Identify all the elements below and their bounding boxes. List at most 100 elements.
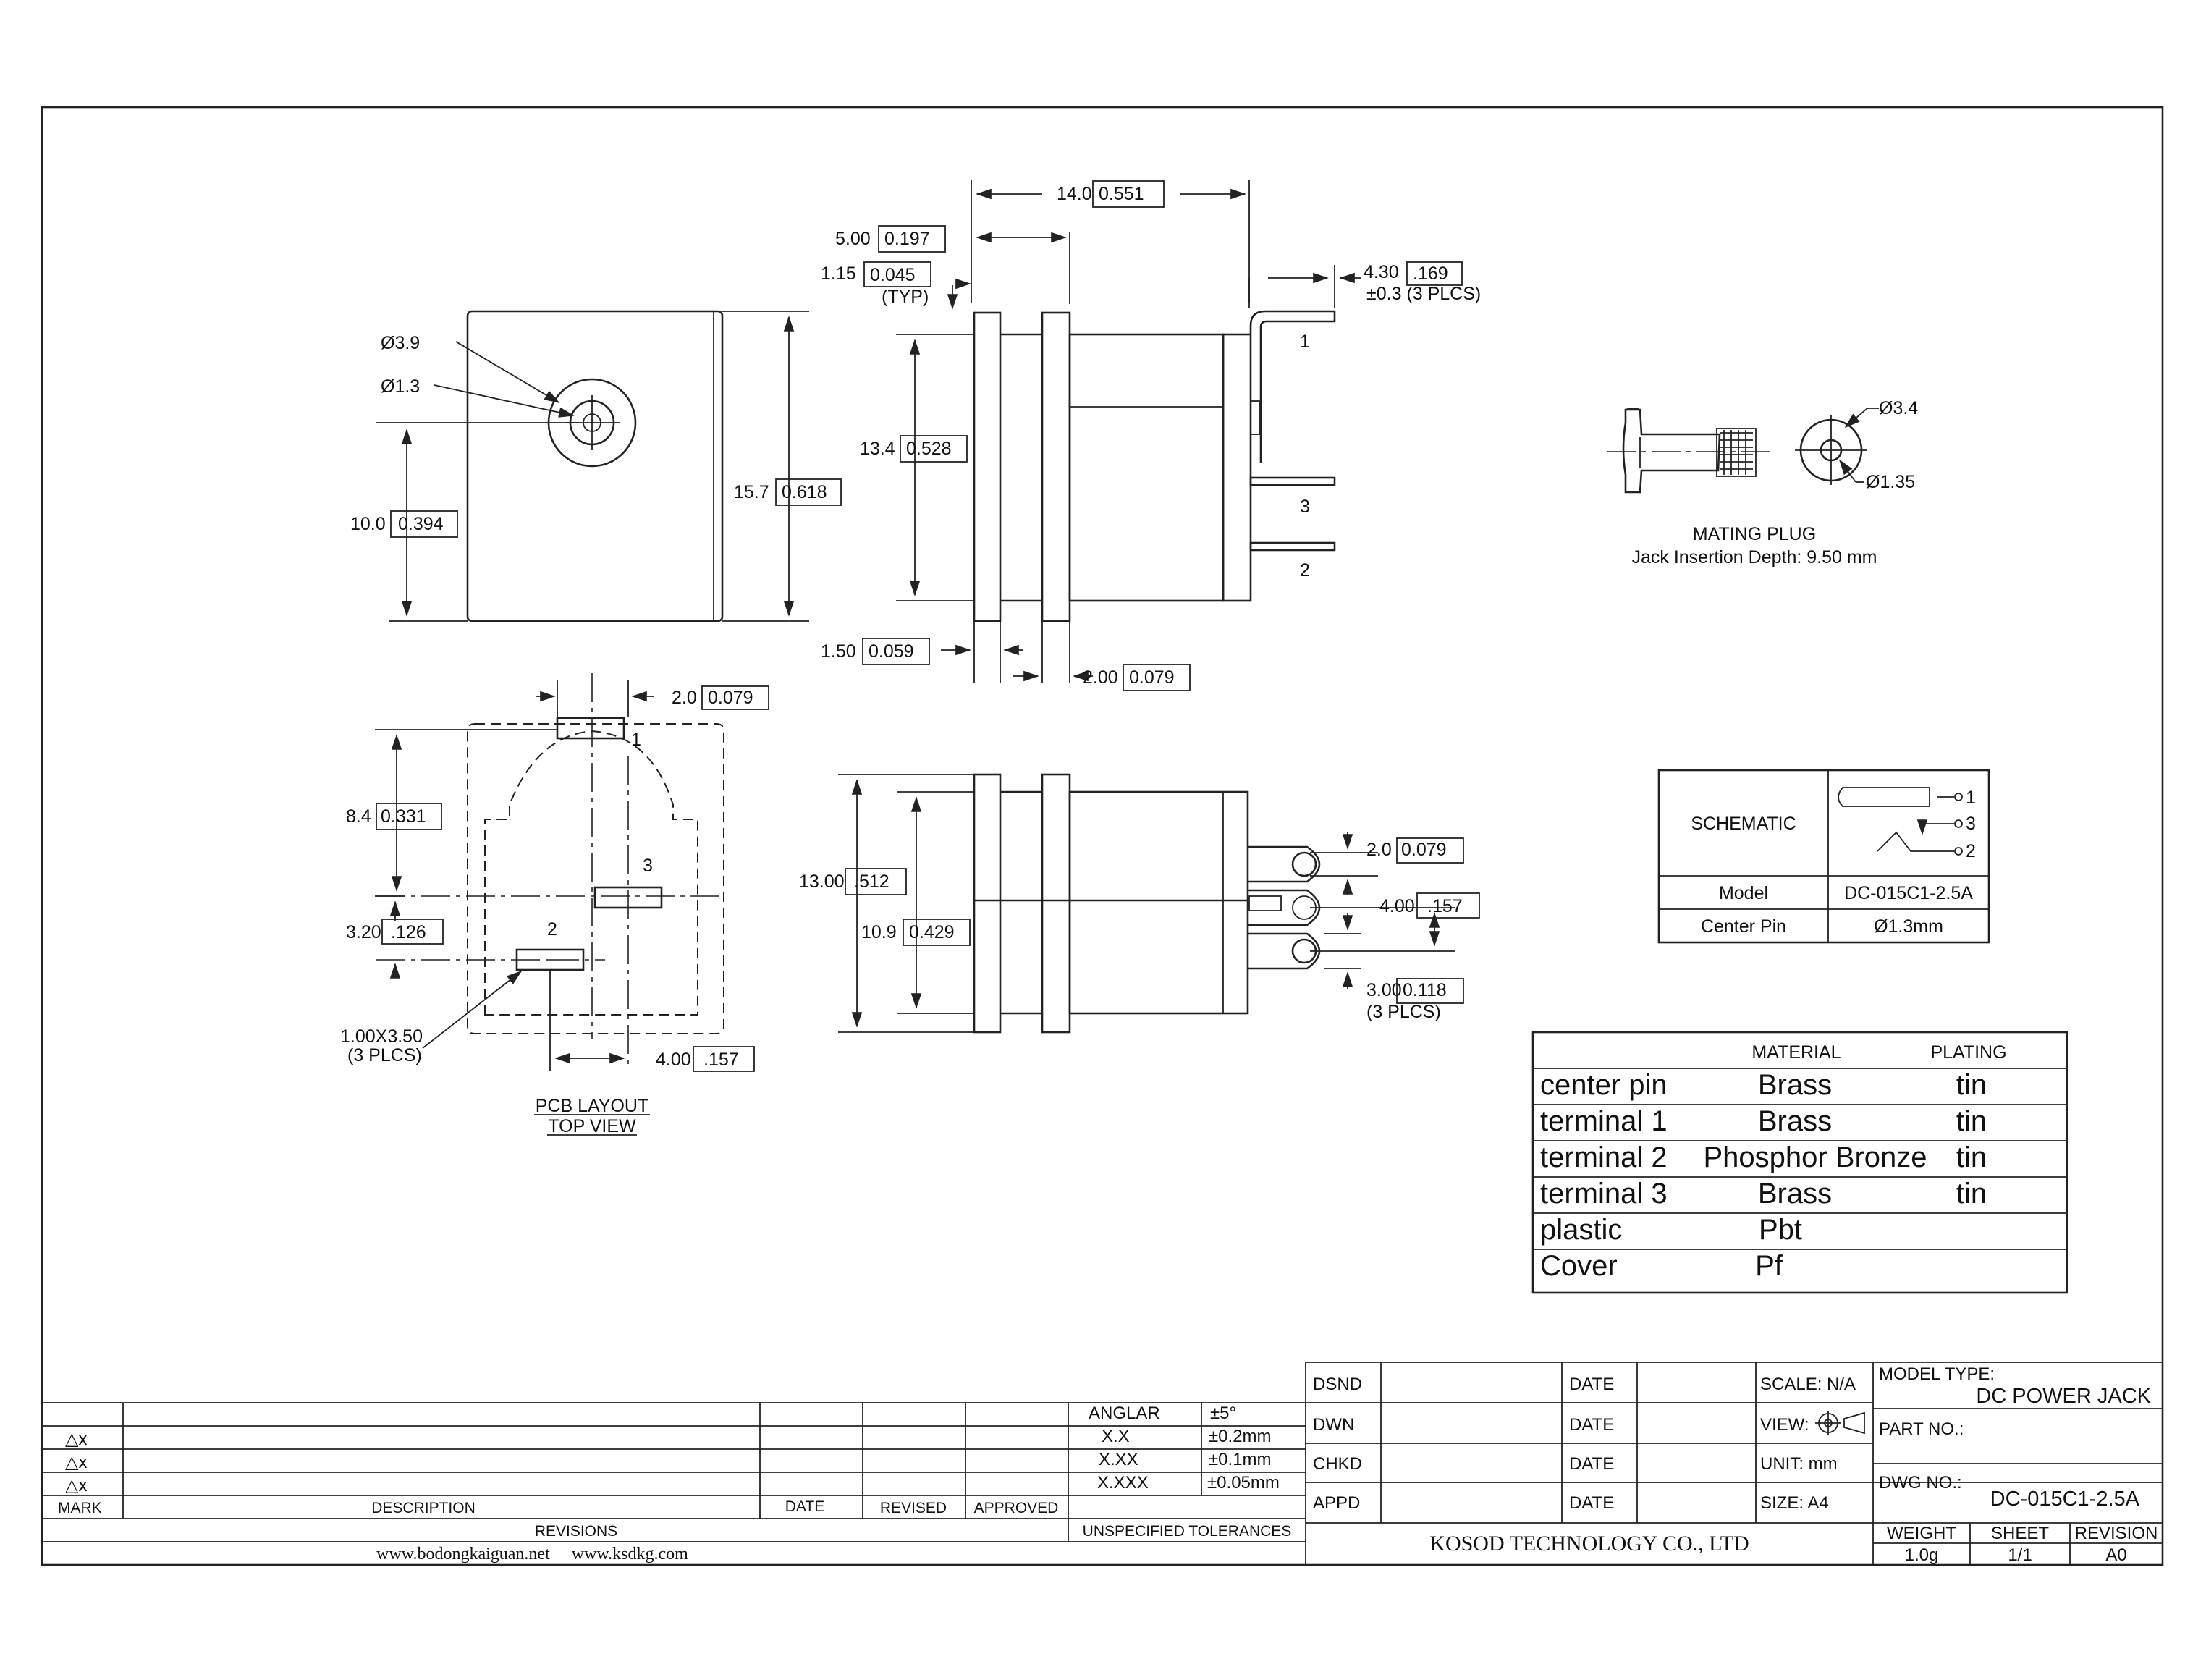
plug-depth: Jack Insertion Depth: 9.50 mm: [1631, 547, 1877, 567]
tolerance-label: X.XXX: [1097, 1473, 1149, 1493]
schematic-pin-value: Ø1.3mm: [1874, 916, 1943, 937]
tolerance-label: ANGLAR: [1089, 1403, 1160, 1423]
date-header: DATE: [785, 1498, 824, 1515]
side-length-in: 0.551: [1099, 184, 1144, 204]
bottom-hole: 2.0: [1366, 840, 1392, 860]
material-table: MATERIAL PLATING center pin Brass tin te…: [1531, 1031, 2068, 1294]
pcb-title: PCB LAYOUT: [536, 1096, 649, 1116]
side-gap-in: 0.059: [869, 641, 914, 662]
schematic-pin-1: 1: [1966, 788, 1976, 808]
side-flange-body-in: 0.197: [884, 229, 930, 249]
material-row-part: terminal 1: [1540, 1105, 1668, 1137]
side-flange-thk-in: 0.045: [870, 265, 916, 285]
mark-header: MARK: [58, 1500, 102, 1516]
tolerance-label: X.X: [1102, 1427, 1130, 1446]
unit-label: UNIT: mm: [1760, 1454, 1838, 1474]
material-row-part: terminal 3: [1540, 1178, 1668, 1210]
tolerance-value: ±5°: [1210, 1403, 1236, 1423]
bottom-hole-in: 0.079: [1401, 840, 1447, 860]
mating-plug: Ø3.4 Ø1.35 MATING PLUG Jack Insertion De…: [1607, 398, 1918, 567]
pcb-pad-plcs: (3 PLCS): [347, 1045, 422, 1065]
front-height-center: 10.0: [350, 514, 386, 534]
bottom-inner-in: 0.429: [909, 922, 955, 942]
pcb-pin-1: 1: [631, 730, 641, 750]
date-label: DATE: [1569, 1375, 1614, 1394]
weight-value: 1.0g: [1905, 1545, 1939, 1565]
side-length: 14.0: [1057, 184, 1092, 204]
tolerances-footer: UNSPECIFIED TOLERANCES: [1083, 1523, 1292, 1540]
plug-dia-outer: Ø3.4: [1879, 398, 1918, 418]
schematic-pin-3: 3: [1966, 814, 1976, 834]
side-flange2-in: 0.079: [1129, 667, 1175, 688]
bottom-slot: 3.00: [1366, 980, 1402, 1000]
schematic-model-value: DC-015C1-2.5A: [1844, 883, 1973, 903]
side-gap: 1.50: [821, 641, 856, 662]
material-row-part: center pin: [1540, 1069, 1668, 1101]
revision-label: REVISION: [2075, 1524, 2158, 1543]
schematic-pin-label: Center Pin: [1701, 916, 1786, 937]
material-row-plating: tin: [1956, 1069, 1987, 1101]
date-label: DATE: [1569, 1493, 1614, 1513]
tolerance-value: ±0.2mm: [1209, 1427, 1272, 1446]
side-view: 14.0 0.551 5.00 0.197 1.15 0.045 (TYP) 4…: [821, 180, 1481, 691]
plug-dia-inner: Ø1.35: [1866, 472, 1915, 492]
role-dsnd: DSND: [1313, 1375, 1362, 1394]
side-flange2: 2.00: [1083, 667, 1118, 688]
model-type-value: DC POWER JACK: [1976, 1385, 2151, 1408]
scale-label: SCALE: N/A: [1760, 1375, 1856, 1394]
schematic-table: SCHEMATIC 1 3 2 Model DC-015C1-2.5A Cent…: [1657, 769, 1990, 944]
approved-header: APPROVED: [974, 1500, 1059, 1516]
revised-header: REVISED: [880, 1500, 947, 1516]
dwg-no-value: DC-015C1-2.5A: [1990, 1487, 2140, 1511]
material-row-plating: tin: [1956, 1105, 1987, 1137]
pcb-layout: 1 3 2 2.0 0.079 8.4 0.331 3.20 .126 1.00…: [340, 673, 769, 1136]
side-flange-body: 5.00: [835, 229, 871, 249]
tolerance-label: X.XX: [1099, 1450, 1138, 1469]
plating-header: PLATING: [1930, 1042, 2006, 1063]
material-row-part: plastic: [1540, 1214, 1622, 1246]
projection-icon: [1815, 1411, 1865, 1435]
pcb-pad-size: 1.00X3.50: [340, 1026, 423, 1047]
side-flange-thk: 1.15: [821, 263, 856, 284]
pcb-pin-3: 3: [643, 856, 653, 876]
material-header: MATERIAL: [1751, 1042, 1841, 1063]
model-type-label: MODEL TYPE:: [1879, 1364, 1995, 1384]
tolerances-block: ANGLAR ±5° X.X ±0.2mm X.XX ±0.1mm X.XXX …: [1083, 1403, 1292, 1540]
material-row-material: Brass: [1758, 1178, 1832, 1210]
description-header: DESCRIPTION: [371, 1500, 476, 1516]
size-label: SIZE: A4: [1760, 1493, 1829, 1513]
part-no-label: PART NO.:: [1879, 1419, 1964, 1439]
front-view: Ø3.9 Ø1.3 10.0 0.394 15.7 0.618: [350, 310, 842, 622]
revision-value: A0: [2105, 1545, 2126, 1565]
side-tab-tol: ±0.3 (3 PLCS): [1366, 284, 1481, 304]
pcb-pin-2: 2: [547, 919, 557, 940]
side-height: 13.4: [860, 439, 895, 459]
revision-mark: △x: [65, 1430, 87, 1449]
pcb-pad-w: 2.0: [672, 688, 697, 708]
side-pin-3: 3: [1300, 497, 1310, 517]
bottom-slot-plcs: (3 PLCS): [1366, 1002, 1441, 1022]
bottom-pitch: 4.00: [1379, 896, 1415, 916]
tolerance-value: ±0.1mm: [1209, 1450, 1272, 1469]
company-name: KOSOD TECHNOLOGY CO., LTD: [1429, 1532, 1749, 1556]
front-height-center-in: 0.394: [398, 514, 444, 534]
pcb-subtitle: TOP VIEW: [548, 1116, 636, 1136]
role-appd: APPD: [1313, 1493, 1360, 1513]
front-dia-outer: Ø3.9: [381, 333, 420, 353]
schematic-pin-2: 2: [1966, 841, 1976, 861]
front-dia-inner: Ø1.3: [381, 376, 420, 397]
material-row-plating: tin: [1956, 1141, 1987, 1173]
material-row-material: Brass: [1758, 1105, 1832, 1137]
pcb-offset-in: .126: [391, 922, 426, 942]
material-row-plating: tin: [1956, 1178, 1987, 1210]
dwg-no-label: DWG NO.:: [1879, 1473, 1962, 1493]
bottom-slot-in: 0.118: [1403, 980, 1447, 1000]
view-label: VIEW:: [1760, 1415, 1809, 1435]
tolerance-value: ±0.05mm: [1207, 1473, 1280, 1493]
revisions-block: △x △x △x MARK DESCRIPTION DATE REVISED A…: [42, 1362, 1306, 1565]
bottom-height-in: .512: [854, 871, 889, 892]
revision-mark: △x: [65, 1453, 87, 1472]
role-chkd: CHKD: [1313, 1454, 1362, 1474]
bottom-height: 13.00: [799, 871, 845, 892]
